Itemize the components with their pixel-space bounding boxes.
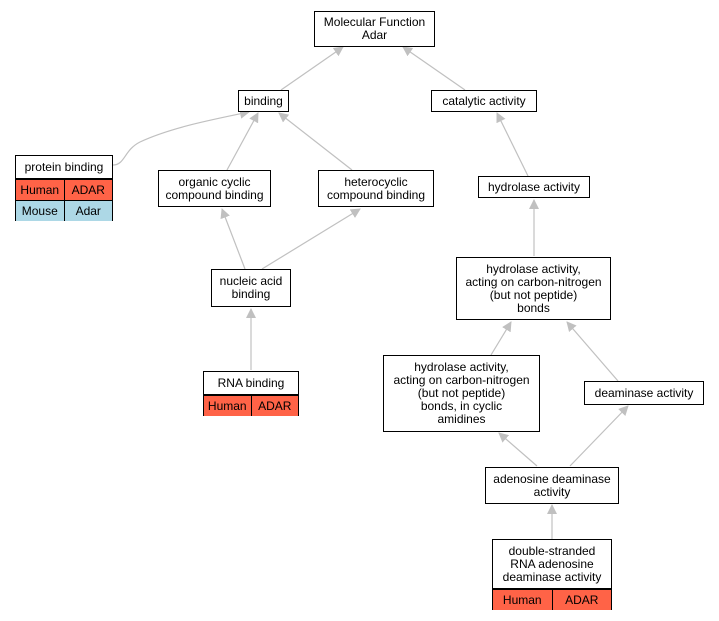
node-hydrolase-activity-carbon-nitrogen[interactable]: hydrolase activity, acting on carbon-nit…: [456, 257, 611, 320]
node-line: deaminase activity: [502, 569, 602, 584]
node-hydrolase-activity[interactable]: hydrolase activity: [478, 176, 590, 198]
node-line: binding: [244, 93, 283, 108]
gene-cell: ADAR: [551, 590, 612, 610]
node-catalytic-activity[interactable]: catalytic activity: [431, 90, 537, 112]
node-line: heterocyclic: [344, 174, 408, 189]
node-line: organic cyclic: [178, 174, 251, 189]
annotation-row-human: Human ADAR: [16, 179, 112, 200]
node-title: protein binding: [16, 156, 112, 179]
node-line: binding: [231, 287, 271, 301]
node-binding[interactable]: binding: [238, 90, 289, 112]
gene-cell: ADAR: [250, 396, 299, 416]
node-line: hydrolase activity: [487, 179, 581, 194]
node-title: double-stranded RNA adenosine deaminase …: [493, 540, 611, 589]
annotation-row-human: Human ADAR: [204, 395, 298, 416]
node-line: amidines: [437, 412, 486, 426]
edge-organic-cyclic-to-binding: [226, 112, 259, 171]
gene-cell: ADAR: [63, 180, 113, 200]
node-line: adenosine deaminase: [493, 471, 611, 486]
node-ds-rna-adenosine-deaminase[interactable]: double-stranded RNA adenosine deaminase …: [492, 539, 612, 610]
node-line: compound binding: [326, 187, 426, 202]
node-line: catalytic activity: [442, 93, 526, 108]
node-molecular-function[interactable]: Molecular Function Adar: [314, 11, 435, 47]
node-line: compound binding: [165, 187, 264, 202]
node-line: hydrolase activity,: [486, 261, 581, 276]
node-line: nucleic acid: [219, 274, 283, 288]
species-cell: Mouse: [21, 204, 58, 218]
node-line: bonds, in cyclic: [420, 399, 503, 413]
edge-binding-to-molecular-function: [280, 46, 344, 91]
species-cell: Human: [502, 593, 542, 607]
node-line: activity: [533, 484, 571, 499]
node-heterocyclic-compound-binding[interactable]: heterocyclic compound binding: [318, 170, 434, 207]
annotation-row-human: Human ADAR: [493, 589, 611, 610]
node-line: RNA adenosine: [510, 556, 594, 571]
node-adenosine-deaminase-activity[interactable]: adenosine deaminase activity: [485, 467, 619, 504]
edge-adenosine-deaminase-to-hydrolase-cn-cyclic: [498, 432, 538, 467]
node-protein-binding[interactable]: protein binding Human ADAR Mouse Adar: [15, 155, 113, 221]
node-deaminase-activity[interactable]: deaminase activity: [584, 381, 704, 405]
edge-nucleic-acid-to-heterocyclic: [261, 208, 361, 270]
gene-cell: Adar: [63, 201, 113, 221]
annotation-row-mouse: Mouse Adar: [16, 200, 112, 221]
species-cell: Human: [20, 183, 60, 197]
edge-heterocyclic-to-binding: [278, 112, 353, 171]
node-hydrolase-activity-cyclic-amidines[interactable]: hydrolase activity, acting on carbon-nit…: [383, 355, 540, 432]
node-line: (but not peptide): [417, 386, 506, 400]
species-cell: Human: [207, 399, 247, 413]
node-organic-cyclic-compound-binding[interactable]: organic cyclic compound binding: [158, 170, 271, 207]
node-line: acting on carbon-nitrogen: [465, 274, 602, 289]
edge-deaminase-to-hydrolase-cn: [566, 321, 619, 382]
edge-hydrolase-cn-cyclic-to-hydrolase-cn: [490, 321, 512, 356]
node-title: RNA binding: [204, 372, 298, 395]
node-line: (but not peptide): [489, 287, 578, 302]
node-nucleic-acid-binding[interactable]: nucleic acid binding: [211, 269, 291, 307]
node-line: bonds: [517, 300, 550, 315]
node-line: Molecular Function: [323, 15, 426, 29]
edge-hydrolase-to-catalytic: [496, 112, 529, 177]
node-line: acting on carbon-nitrogen: [393, 373, 530, 387]
edge-protein-binding-to-binding: [112, 108, 250, 166]
node-line: Adar: [361, 28, 388, 42]
edge-catalytic-to-molecular-function: [402, 46, 466, 91]
edge-adenosine-deaminase-to-deaminase: [569, 405, 629, 467]
node-line: double-stranded: [508, 543, 596, 558]
node-line: hydrolase activity,: [414, 360, 509, 374]
node-rna-binding[interactable]: RNA binding Human ADAR: [203, 371, 299, 416]
edge-nucleic-acid-to-organic-cyclic: [220, 208, 246, 270]
node-line: deaminase activity: [594, 385, 694, 400]
